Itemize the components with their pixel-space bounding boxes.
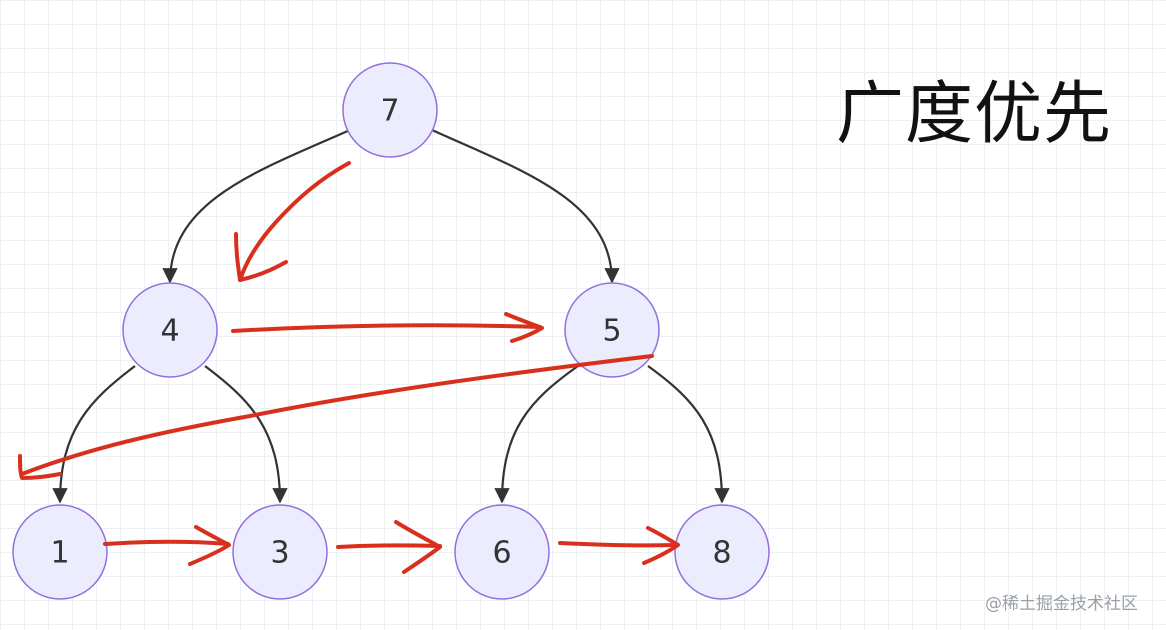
tree-nodes: 7 4 5 1 3 6 8 (12, 62, 770, 600)
edge-4-3 (204, 365, 288, 504)
edge-7-5 (431, 128, 620, 284)
diagram-title: 广度优先 (836, 75, 1113, 154)
node-1: 1 (12, 504, 108, 600)
watermark: @稀土掘金技术社区 (985, 594, 1138, 614)
traversal-arrow-3-to-6 (336, 520, 442, 574)
node-label: 7 (380, 94, 399, 129)
tree-edges (52, 128, 730, 504)
node-7: 7 (342, 62, 438, 158)
traversal-arrow-1-to-3 (103, 525, 231, 566)
traversal-arrow-5-to-1 (18, 354, 654, 480)
edge-7-4 (162, 128, 351, 284)
node-label: 1 (50, 536, 69, 571)
node-4: 4 (122, 282, 218, 378)
node-label: 6 (492, 536, 511, 571)
traversal-arrow-4-to-5 (231, 312, 544, 343)
edge-4-1 (52, 365, 136, 504)
bfs-traversal-arrows (18, 161, 680, 574)
traversal-arrow-6-to-8 (558, 526, 680, 565)
edge-5-8 (647, 365, 730, 504)
node-3: 3 (232, 504, 328, 600)
node-label: 4 (160, 314, 179, 349)
node-5: 5 (564, 282, 660, 378)
node-6: 6 (454, 504, 550, 600)
traversal-arrow-7-to-4 (234, 161, 351, 282)
node-label: 5 (602, 314, 621, 349)
edge-5-6 (494, 365, 579, 504)
node-label: 3 (270, 536, 289, 571)
node-label: 8 (712, 536, 731, 571)
node-8: 8 (674, 504, 770, 600)
